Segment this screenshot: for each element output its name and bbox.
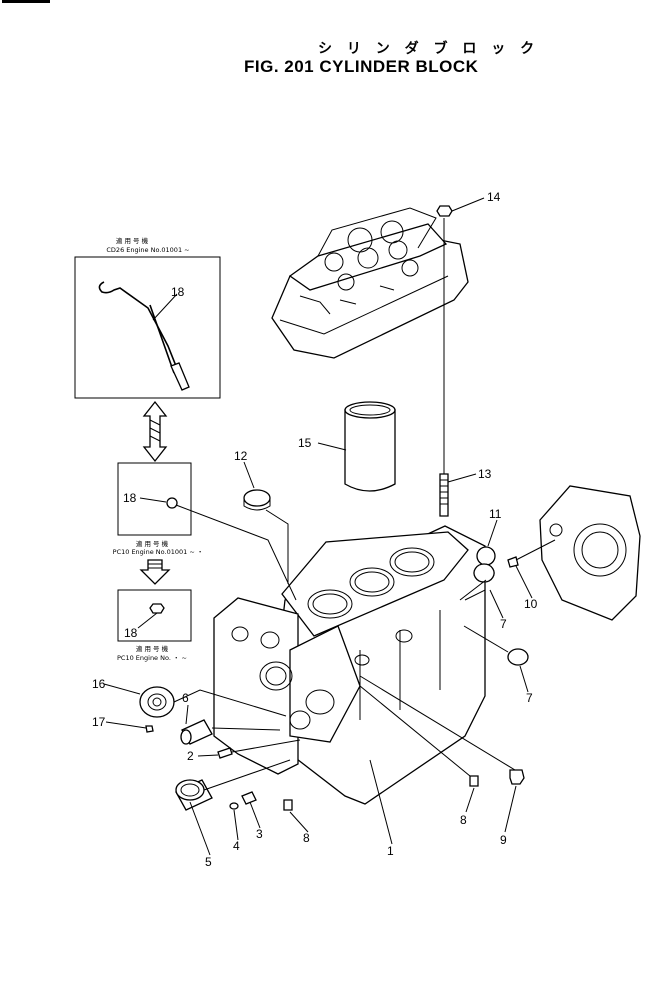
plug-part-7a	[473, 563, 495, 583]
plug-part-9	[509, 769, 525, 785]
variant-box-bottom: 適 用 号 機 PC10 Engine No. ・ ~	[117, 589, 192, 662]
bottom-box-caption-en: PC10 Engine No. ・ ~	[117, 654, 187, 662]
leader-7b	[463, 625, 509, 653]
leader-10b	[243, 461, 255, 489]
leader-6b	[185, 704, 189, 725]
callout-10: 12	[234, 449, 248, 463]
leader-1	[369, 759, 393, 845]
leader-11b	[515, 565, 533, 599]
leader-16	[173, 689, 287, 717]
ball-part-4	[229, 802, 239, 810]
leader-5	[203, 759, 291, 791]
middle-box-caption-en: PC10 Engine No.01001 ~ ・	[113, 548, 204, 556]
double-arrow-variants	[142, 400, 168, 463]
leader-10	[265, 509, 289, 584]
top-box-frame	[74, 256, 221, 399]
dipstick-tip	[170, 362, 190, 391]
stud-bolt-part-13	[439, 473, 449, 517]
top-box-caption-en: CD26 Engine No.01001 ~	[106, 246, 189, 254]
flywheel-housing-part	[539, 485, 641, 621]
leader-14	[451, 197, 485, 212]
bottom-box-frame	[117, 589, 192, 642]
callout-3: 3	[256, 827, 263, 841]
callout-2: 2	[187, 749, 194, 763]
leader-15	[317, 442, 347, 451]
plug-part-18	[166, 497, 178, 509]
leader-13	[447, 473, 477, 483]
top-box-caption-jp: 適 用 号 機	[116, 236, 149, 245]
middle-box-caption-jp: 適 用 号 機	[136, 539, 169, 548]
callout-18-mid: 18	[123, 491, 137, 505]
leader-12	[487, 519, 498, 547]
bolt-part-11	[507, 556, 519, 568]
plug-part-12	[476, 546, 496, 566]
callout-6: 6	[182, 691, 189, 705]
front-plate-part	[213, 597, 361, 775]
cap-nut-part-14	[436, 205, 453, 217]
dipstick-part	[98, 281, 185, 385]
title-japanese: シ リ ン ダ ブ ロ ッ ク	[318, 41, 540, 57]
leader-16b	[103, 683, 141, 695]
screw-part-17	[145, 725, 154, 733]
middle-box-frame	[117, 462, 192, 536]
callout-17: 17	[92, 715, 106, 729]
leader-11	[515, 539, 556, 561]
bottom-box-caption-jp: 適 用 号 機	[136, 644, 169, 653]
down-arrow	[139, 559, 171, 585]
leader-17	[105, 721, 147, 729]
leader-2b	[197, 754, 219, 757]
plug-part-3	[241, 791, 257, 805]
callout-16: 16	[92, 677, 106, 691]
plug-part-8a	[283, 799, 293, 811]
leader-7c	[489, 589, 504, 619]
plug-part-18b	[149, 603, 165, 614]
plug-part-8b	[469, 775, 479, 787]
leader-7a	[459, 579, 487, 601]
callout-14: 14	[487, 190, 501, 204]
leader-9b	[504, 785, 517, 833]
bushing-part-6	[180, 719, 213, 745]
leader-7d	[519, 665, 529, 693]
leader-18-top	[152, 293, 178, 321]
leader-4	[233, 809, 239, 841]
callout-1: 1	[387, 844, 394, 858]
figure-title: FIG. 201 CYLINDER BLOCK	[244, 57, 479, 76]
variant-box-top: 適 用 号 機 CD26 Engine No.01001 ~	[74, 236, 221, 399]
callout-7b: 7	[526, 691, 533, 705]
leader-5b	[189, 801, 211, 856]
pin-part-2	[217, 747, 233, 759]
callout-4: 4	[233, 839, 240, 853]
leader-18-bottom	[137, 612, 158, 629]
variant-box-middle: 適 用 号 機 PC10 Engine No.01001 ~ ・	[113, 462, 204, 556]
leader-9	[359, 675, 516, 771]
bushing-part-5	[175, 779, 213, 811]
leader-8a	[289, 811, 309, 833]
dipstick-rod	[149, 304, 175, 374]
cylinder-head-part	[271, 207, 469, 359]
corner-mark	[2, 0, 50, 3]
leader-2	[231, 739, 301, 753]
callout-18-bottom: 18	[124, 626, 138, 640]
leader-8b	[359, 685, 471, 777]
callout-13: 13	[478, 467, 492, 481]
callout-8a: 8	[303, 831, 310, 845]
cap-part-10	[243, 489, 271, 511]
callout-9: 9	[500, 833, 507, 847]
leader-plug-to-block	[175, 504, 297, 601]
cylinder-liner-part-15	[344, 401, 396, 492]
callout-18-top: 18	[171, 285, 185, 299]
callout-7a: 7	[500, 617, 507, 631]
bearing-part-16	[139, 686, 175, 718]
plug-part-7b	[507, 648, 529, 666]
leader-18-mid	[139, 497, 167, 503]
leader-8c	[465, 787, 475, 813]
callout-15: 15	[298, 436, 312, 450]
leader-3	[249, 801, 261, 829]
callout-11: 10	[524, 597, 538, 611]
leader-6	[211, 727, 281, 731]
callout-12: 11	[489, 507, 502, 521]
callout-5: 5	[205, 855, 212, 869]
callout-8b: 8	[460, 813, 467, 827]
